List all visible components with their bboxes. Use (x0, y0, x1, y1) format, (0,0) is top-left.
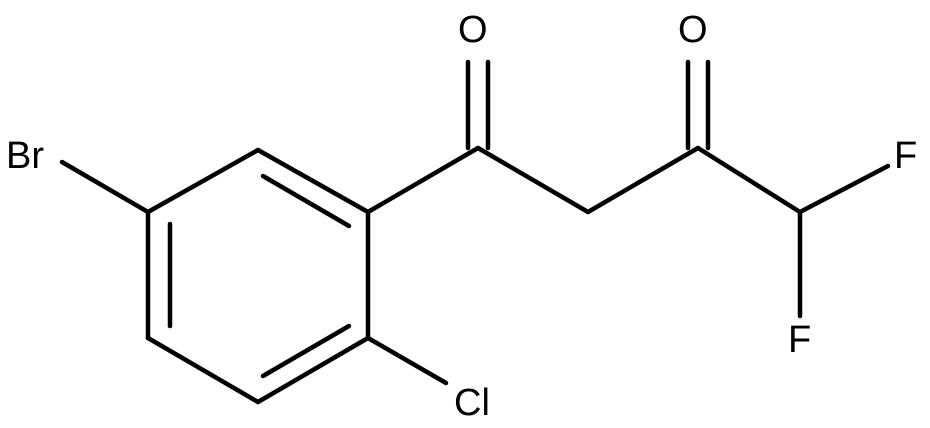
ring-bond-c4-c5 (255, 335, 371, 405)
atom-label-fluorine-2: F (788, 319, 811, 361)
bond-chf2-fluorine1 (797, 163, 891, 215)
atom-label-oxygen-1: O (458, 9, 488, 51)
ring-bond-c4-c5-inner (260, 323, 352, 379)
bond-carbonyl1-methylene (475, 145, 591, 215)
atom-label-fluorine-1: F (894, 135, 917, 177)
atom-label-bromine: Br (6, 135, 44, 177)
atom-label-chlorine: Cl (454, 382, 490, 424)
bond-methylene-carbonyl2 (585, 145, 701, 215)
ring-bond-c5-c6 (145, 335, 261, 405)
bond-ring-chlorine (365, 335, 449, 386)
bond-ring-bromine (59, 159, 151, 215)
atom-label-oxygen-2: O (678, 9, 708, 51)
ring-bond-c1-c2 (145, 147, 261, 215)
benzene-ring (145, 147, 371, 405)
bond-ring-carbonyl1 (365, 145, 481, 215)
ring-bond-c2-c3-inner (260, 173, 352, 229)
bond-carbonyl2-chf2 (695, 145, 803, 215)
ring-bond-c2-c3 (255, 147, 371, 215)
